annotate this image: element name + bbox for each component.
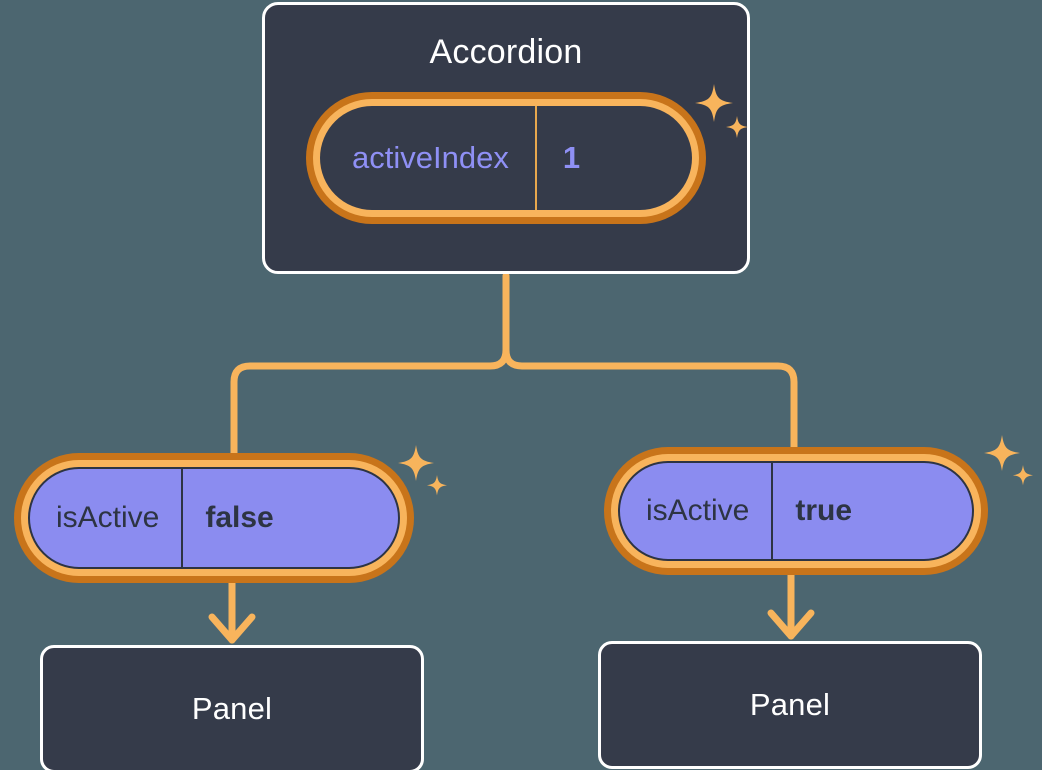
panel-component-card-left[interactable]: Panel [40,645,424,770]
sparkle-icon-right [978,433,1036,496]
arrow-down-icon-left [208,579,256,644]
connector-left-branch [230,272,510,459]
pill-body: isActive true [618,461,974,561]
page-title: Accordion [429,33,583,71]
panel-component-card-right[interactable]: Panel [598,641,982,769]
prop-value-label: false [181,469,303,567]
connector-right-branch [502,272,798,453]
prop-value-label: true [771,463,882,559]
prop-key-label: isActive [56,501,160,534]
pill-body: isActive false [28,467,400,569]
state-value-label: 1 [534,106,616,210]
arrow-down-icon-right [767,571,815,640]
prop-pill-is-active-false[interactable]: isActive false [14,453,414,583]
panel-title: Panel [749,687,831,722]
prop-key-label: isActive [646,494,750,527]
state-pill-active-index[interactable]: activeIndex 1 [306,92,706,224]
panel-title: Panel [191,691,273,726]
prop-pill-is-active-true[interactable]: isActive true [604,447,988,575]
pill-body: activeIndex 1 [320,106,692,210]
state-key-label: activeIndex [352,140,509,175]
